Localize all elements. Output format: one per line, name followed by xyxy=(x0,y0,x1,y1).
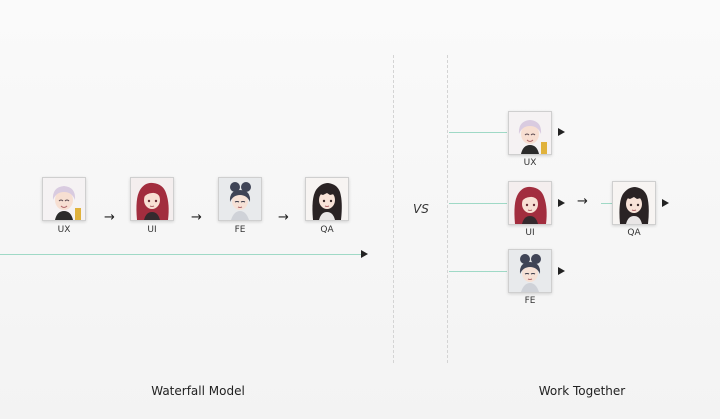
together-fe-avatar xyxy=(508,249,552,293)
qa-character-portrait xyxy=(306,178,348,220)
waterfall-arrow-2: → xyxy=(191,210,202,225)
together-qa-line xyxy=(601,203,612,204)
vs-label: VS xyxy=(413,202,429,216)
qa-character-portrait xyxy=(613,182,655,224)
waterfall-arrow-1: → xyxy=(104,210,115,225)
together-ui-arrowhead xyxy=(558,199,565,207)
waterfall-qa-label: QA xyxy=(320,225,334,235)
divider-right xyxy=(447,55,448,363)
together-qa-avatar xyxy=(612,181,656,225)
together-fe-label: FE xyxy=(524,296,536,306)
together-fe-arrowhead xyxy=(558,267,565,275)
waterfall-timeline xyxy=(0,254,361,255)
waterfall-model-caption: Waterfall Model xyxy=(151,384,245,398)
ux-character-portrait xyxy=(509,112,551,154)
waterfall-arrow-3: → xyxy=(278,210,289,225)
waterfall-ux-label: UX xyxy=(57,225,71,235)
together-qa-arrowhead xyxy=(662,199,669,207)
ui-character-portrait xyxy=(509,182,551,224)
together-qa-label: QA xyxy=(627,228,641,238)
together-ui-label: UI xyxy=(525,228,535,238)
together-ux-label: UX xyxy=(523,158,537,168)
fe-character-portrait xyxy=(219,178,261,220)
together-ux-line xyxy=(449,132,507,133)
together-ui-avatar xyxy=(508,181,552,225)
ux-character-portrait xyxy=(43,178,85,220)
waterfall-ux-avatar xyxy=(42,177,86,221)
divider-left xyxy=(393,55,394,363)
waterfall-fe-avatar xyxy=(218,177,262,221)
waterfall-fe-label: FE xyxy=(234,225,246,235)
waterfall-ui-avatar xyxy=(130,177,174,221)
ui-character-portrait xyxy=(131,178,173,220)
together-arrow-ui-qa: → xyxy=(577,194,588,209)
together-ux-arrowhead xyxy=(558,128,565,136)
waterfall-qa-avatar xyxy=(305,177,349,221)
work-together-caption: Work Together xyxy=(538,384,626,398)
waterfall-timeline-arrowhead xyxy=(361,250,368,258)
together-ui-line xyxy=(449,203,507,204)
fe-character-portrait xyxy=(509,250,551,292)
waterfall-ui-label: UI xyxy=(147,225,157,235)
together-ux-avatar xyxy=(508,111,552,155)
together-fe-line xyxy=(449,271,507,272)
